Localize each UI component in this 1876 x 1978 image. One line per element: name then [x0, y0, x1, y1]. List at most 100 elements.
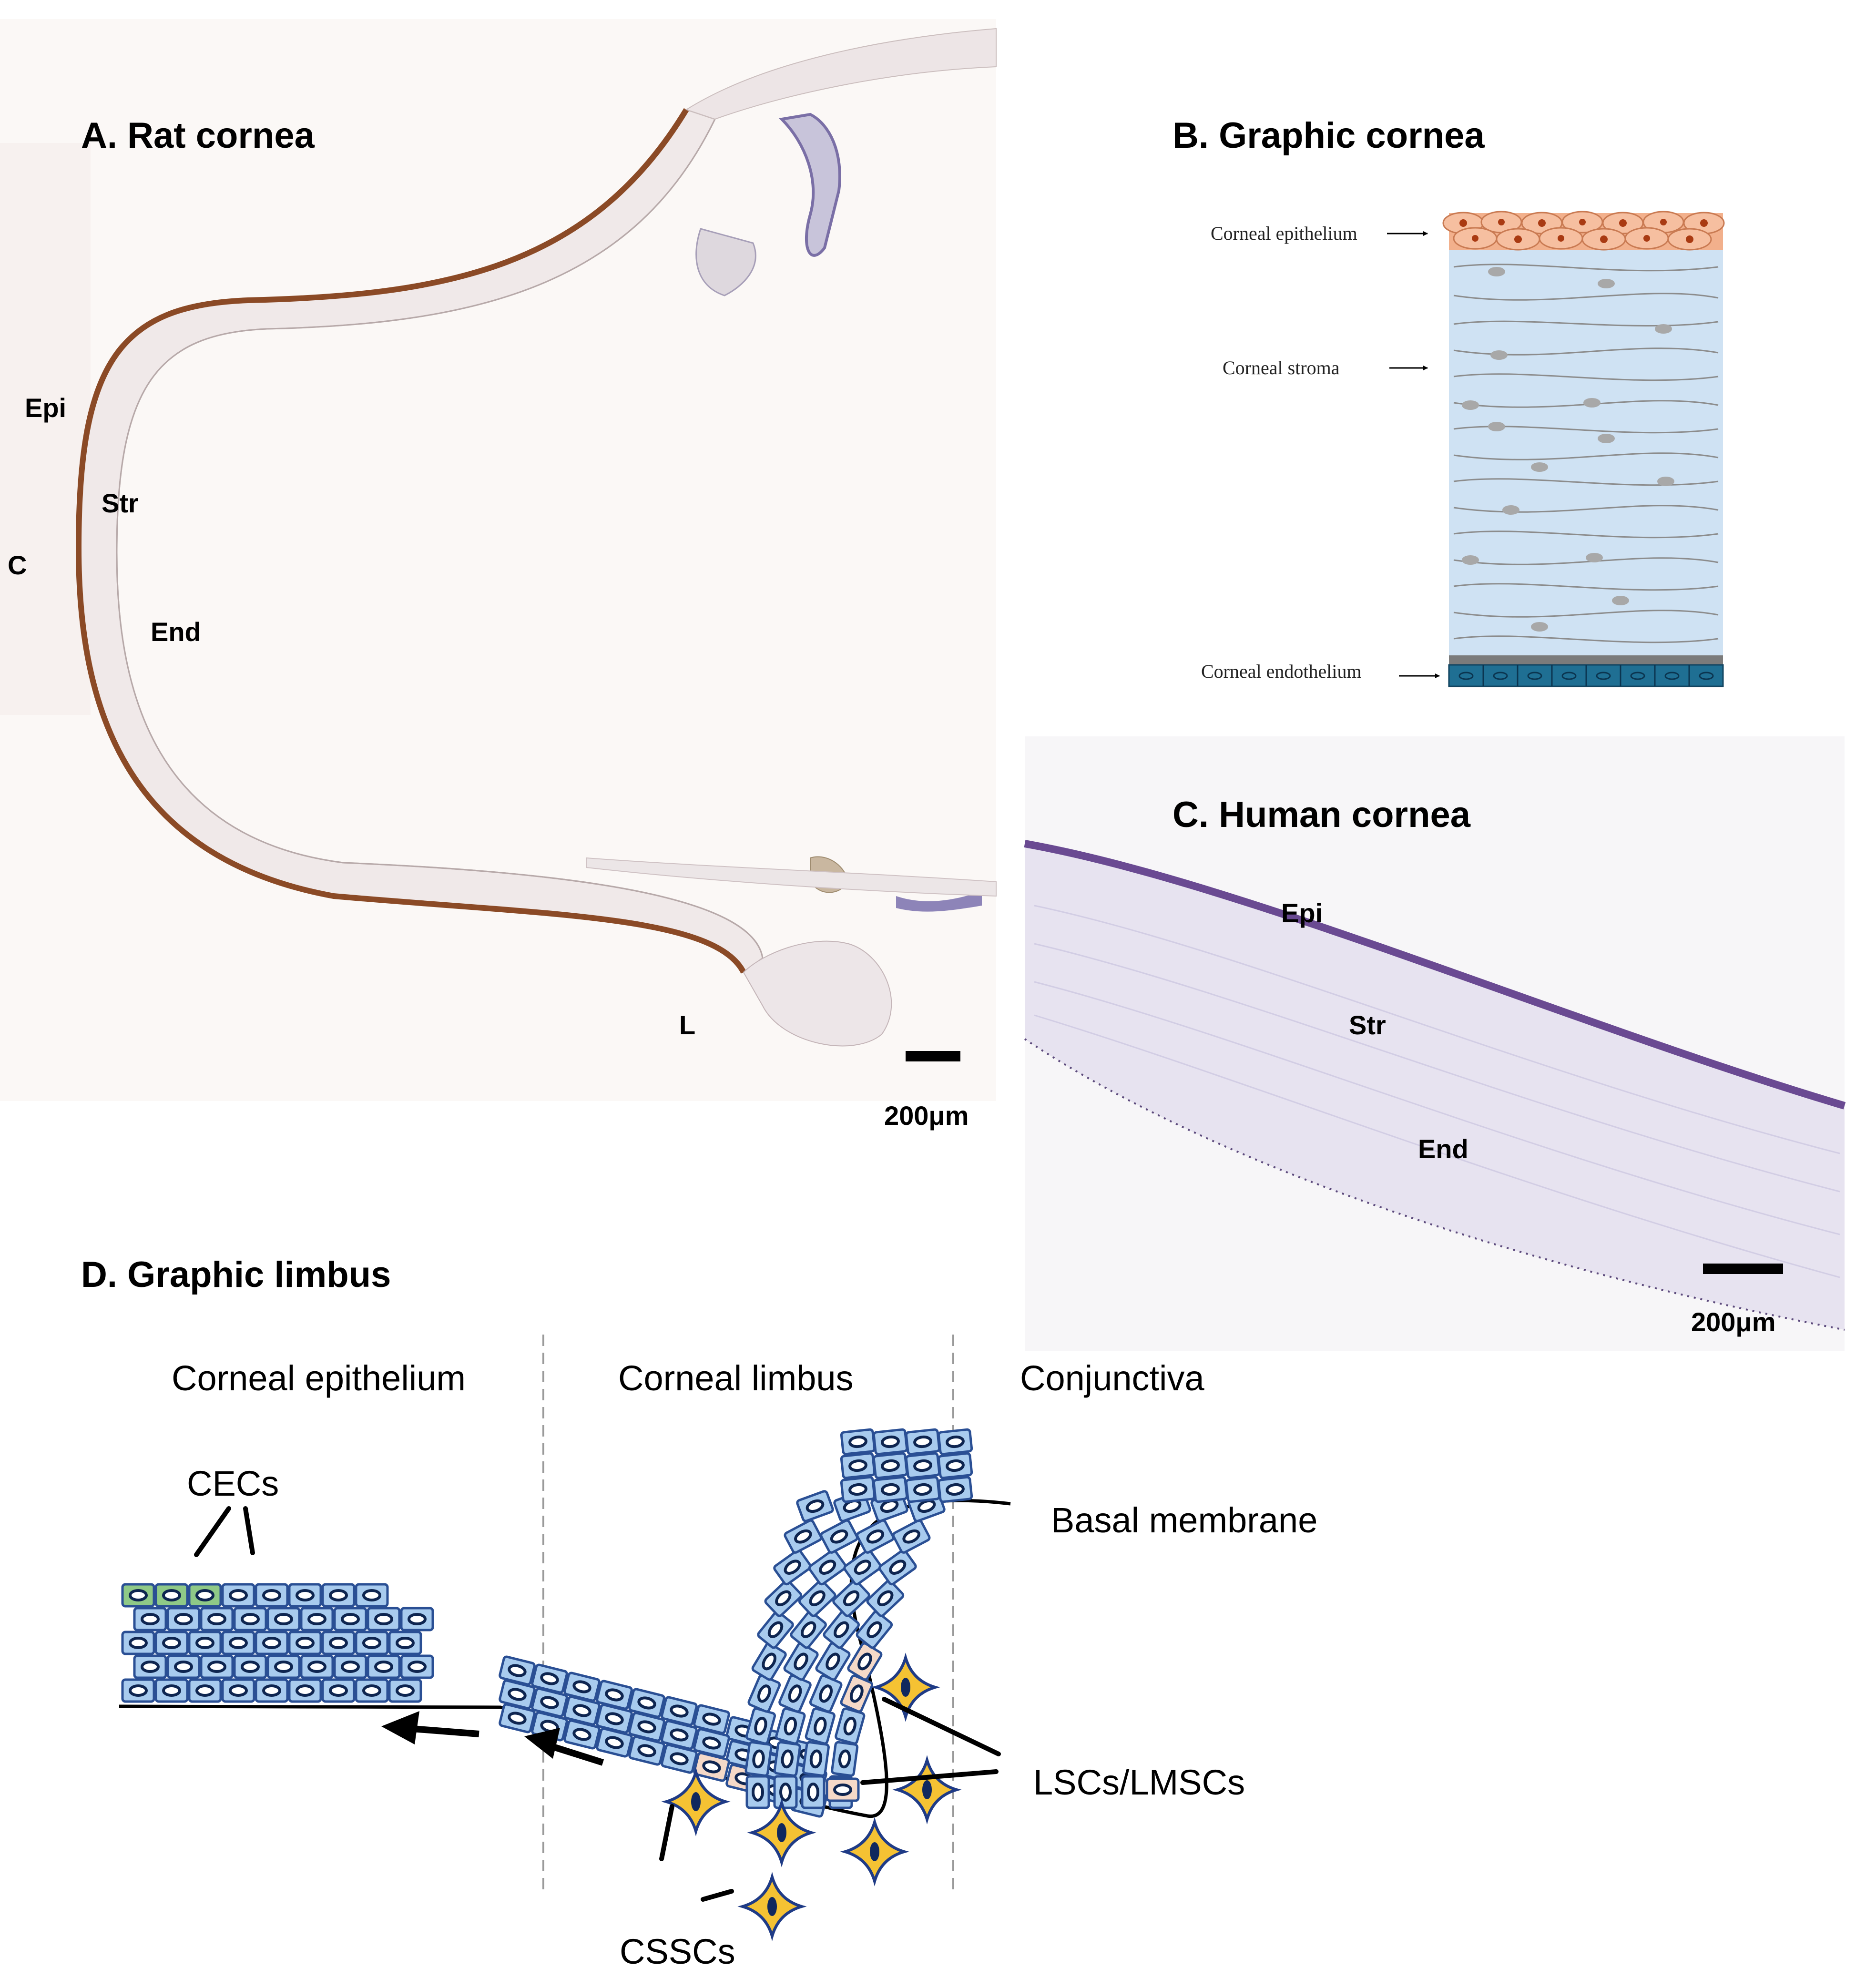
epithelial-cell	[154, 1678, 189, 1703]
limbal-stem-cell	[847, 1642, 883, 1681]
rat-cornea-endothelium	[116, 119, 764, 958]
epithelial-cell	[121, 1678, 155, 1703]
epithelial-cell	[400, 1654, 434, 1679]
graphic-label-stroma: Corneal stroma	[1223, 357, 1340, 378]
cssc-cell	[737, 1872, 807, 1941]
epithelial-cell	[744, 1741, 773, 1777]
epithelial-cell	[255, 1583, 289, 1608]
human-scale-bar	[1703, 1264, 1783, 1274]
epithelial-cell	[878, 1549, 917, 1586]
epithelial-cell	[661, 1743, 698, 1774]
human-stroma-streaks	[1034, 905, 1840, 1278]
cssc-cell	[871, 1652, 940, 1722]
rat-upper-iris	[778, 112, 841, 257]
epithelial-cell	[866, 1579, 905, 1617]
region-label-conjunctiva: Conjunctiva	[1020, 1358, 1205, 1398]
epithelial-cell	[778, 1674, 812, 1713]
epithelial-cell	[937, 1476, 973, 1503]
epithelial-cell	[288, 1631, 322, 1655]
epithelial-cell	[200, 1654, 234, 1679]
epithelial-cell	[773, 1741, 801, 1777]
epithelial-cell	[661, 1720, 698, 1750]
label-pointers	[194, 1506, 1001, 1902]
epithelial-cell	[499, 1703, 536, 1733]
epithelial-cell	[905, 1452, 941, 1479]
epithelial-cell	[388, 1631, 422, 1655]
epithelial-cell	[333, 1607, 367, 1631]
panel-a-title: A. Rat cornea	[81, 115, 315, 156]
epithelial-cell	[531, 1687, 568, 1718]
epithelial-cell	[745, 1775, 770, 1809]
epithelial-cell	[531, 1663, 568, 1694]
rat-lower-sclera	[586, 857, 997, 897]
region-label-limbus: Corneal limbus	[618, 1358, 854, 1398]
epithelial-cell	[166, 1654, 201, 1679]
rat-label-c: C	[8, 550, 27, 580]
epithelial-cell	[892, 1519, 931, 1554]
epithelial-cell	[596, 1703, 633, 1734]
epithelial-cell	[764, 1579, 803, 1617]
human-label-epi: Epi	[1281, 898, 1323, 928]
rat-label-l: L	[679, 1010, 695, 1040]
human-cornea-stroma	[1025, 844, 1845, 1330]
human-label-str: Str	[1349, 1010, 1386, 1040]
epithelial-cell	[809, 1674, 843, 1713]
limbal-stem-cell	[693, 1752, 730, 1782]
epithelial-cell	[872, 1428, 908, 1456]
cec-cell	[154, 1583, 189, 1608]
epithelial-cell	[499, 1655, 536, 1686]
epithelial-cell	[872, 1476, 908, 1503]
rat-photo-tile	[0, 143, 91, 715]
panel-d-graphic-limbus: D. Graphic limbus Corneal epithelium Cor…	[81, 1254, 1317, 1971]
epithelial-cell	[367, 1607, 401, 1631]
limbal-stem-cell	[840, 1674, 874, 1713]
epithelial-cell	[937, 1428, 973, 1456]
epithelial-cell	[266, 1607, 301, 1631]
epithelial-cell	[801, 1775, 826, 1809]
rat-scale-bar	[906, 1051, 960, 1061]
epithelial-cell	[747, 1674, 781, 1713]
epithelial-cell	[355, 1631, 389, 1655]
rat-photo-background	[0, 19, 996, 1101]
epithelial-cell	[798, 1579, 836, 1617]
epithelial-cell	[790, 1611, 827, 1649]
epithelial-cell	[300, 1607, 334, 1631]
graphic-stroma	[1449, 248, 1723, 655]
epithelial-cell	[400, 1607, 434, 1631]
human-label-end: End	[1418, 1134, 1468, 1164]
panel-b-title: B. Graphic cornea	[1172, 115, 1485, 156]
epithelial-nuclei	[1459, 219, 1708, 243]
epithelial-cell	[321, 1583, 356, 1608]
label-csscs: CSSCs	[620, 1932, 735, 1971]
panel-c-human-cornea: C. Human cornea Epi Str End 200μm	[1024, 736, 1846, 1351]
epithelial-cell	[802, 1741, 830, 1777]
region-label-epithelium: Corneal epithelium	[172, 1358, 466, 1398]
epithelial-cell	[815, 1642, 851, 1681]
epithelial-cell	[188, 1678, 222, 1703]
epithelial-cell	[823, 1611, 860, 1649]
epithelial-cell	[596, 1680, 633, 1710]
epithelial-cell	[255, 1678, 289, 1703]
cssc-cell	[747, 1798, 816, 1867]
epithelial-cell	[757, 1611, 794, 1649]
epithelial-cell	[905, 1428, 941, 1456]
epithelial-cell	[693, 1728, 730, 1758]
epithelial-cell	[805, 1707, 836, 1745]
epithelial-cell	[563, 1672, 601, 1702]
label-lscs: LSCs/LMSCs	[1033, 1763, 1245, 1802]
endothelial-cells	[1458, 665, 1714, 686]
cec-cell	[188, 1583, 222, 1608]
rat-lower-iris	[896, 891, 982, 912]
epithelial-cell	[221, 1678, 255, 1703]
epithelial-cell	[233, 1607, 267, 1631]
epithelial-cell	[937, 1452, 973, 1479]
epithelial-cell	[300, 1654, 334, 1679]
descemet-membrane	[1449, 655, 1723, 665]
epithelial-cell	[154, 1631, 189, 1655]
epithelial-cell	[628, 1712, 665, 1742]
rat-scale-label: 200μm	[884, 1101, 969, 1131]
cssc-cell	[840, 1817, 909, 1886]
panel-c-title: C. Human cornea	[1172, 795, 1471, 835]
epithelial-cell	[843, 1549, 882, 1586]
panel-b-graphic-cornea: B. Graphic cornea	[1172, 115, 1725, 687]
